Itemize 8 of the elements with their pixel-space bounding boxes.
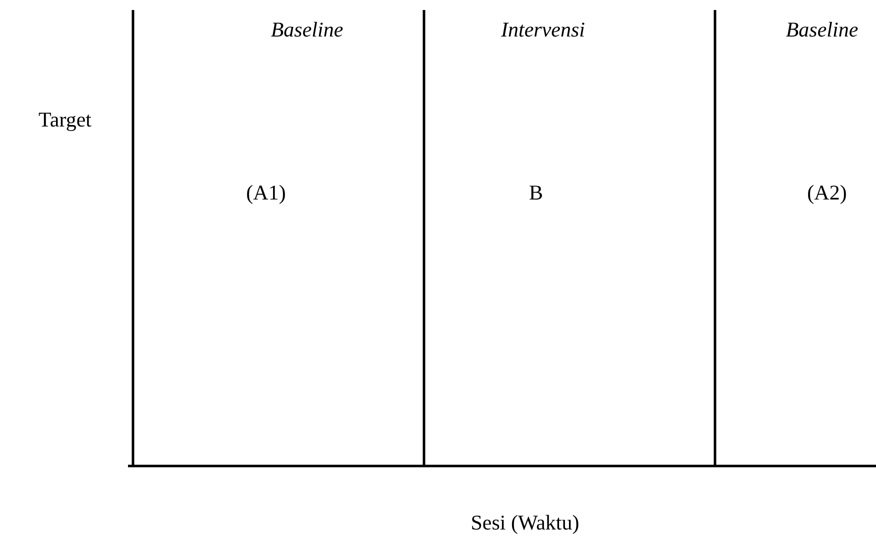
- phase-code: (A1): [246, 180, 286, 206]
- phase-label: Baseline: [270, 17, 344, 43]
- phase-code: (A2): [807, 180, 847, 206]
- phase-label: Intervensi: [501, 17, 585, 43]
- phase-label: Baseline: [786, 17, 858, 43]
- axis-label: Target: [38, 107, 92, 133]
- axis-label: Sesi (Waktu): [470, 510, 580, 536]
- phase-code: B: [529, 180, 543, 206]
